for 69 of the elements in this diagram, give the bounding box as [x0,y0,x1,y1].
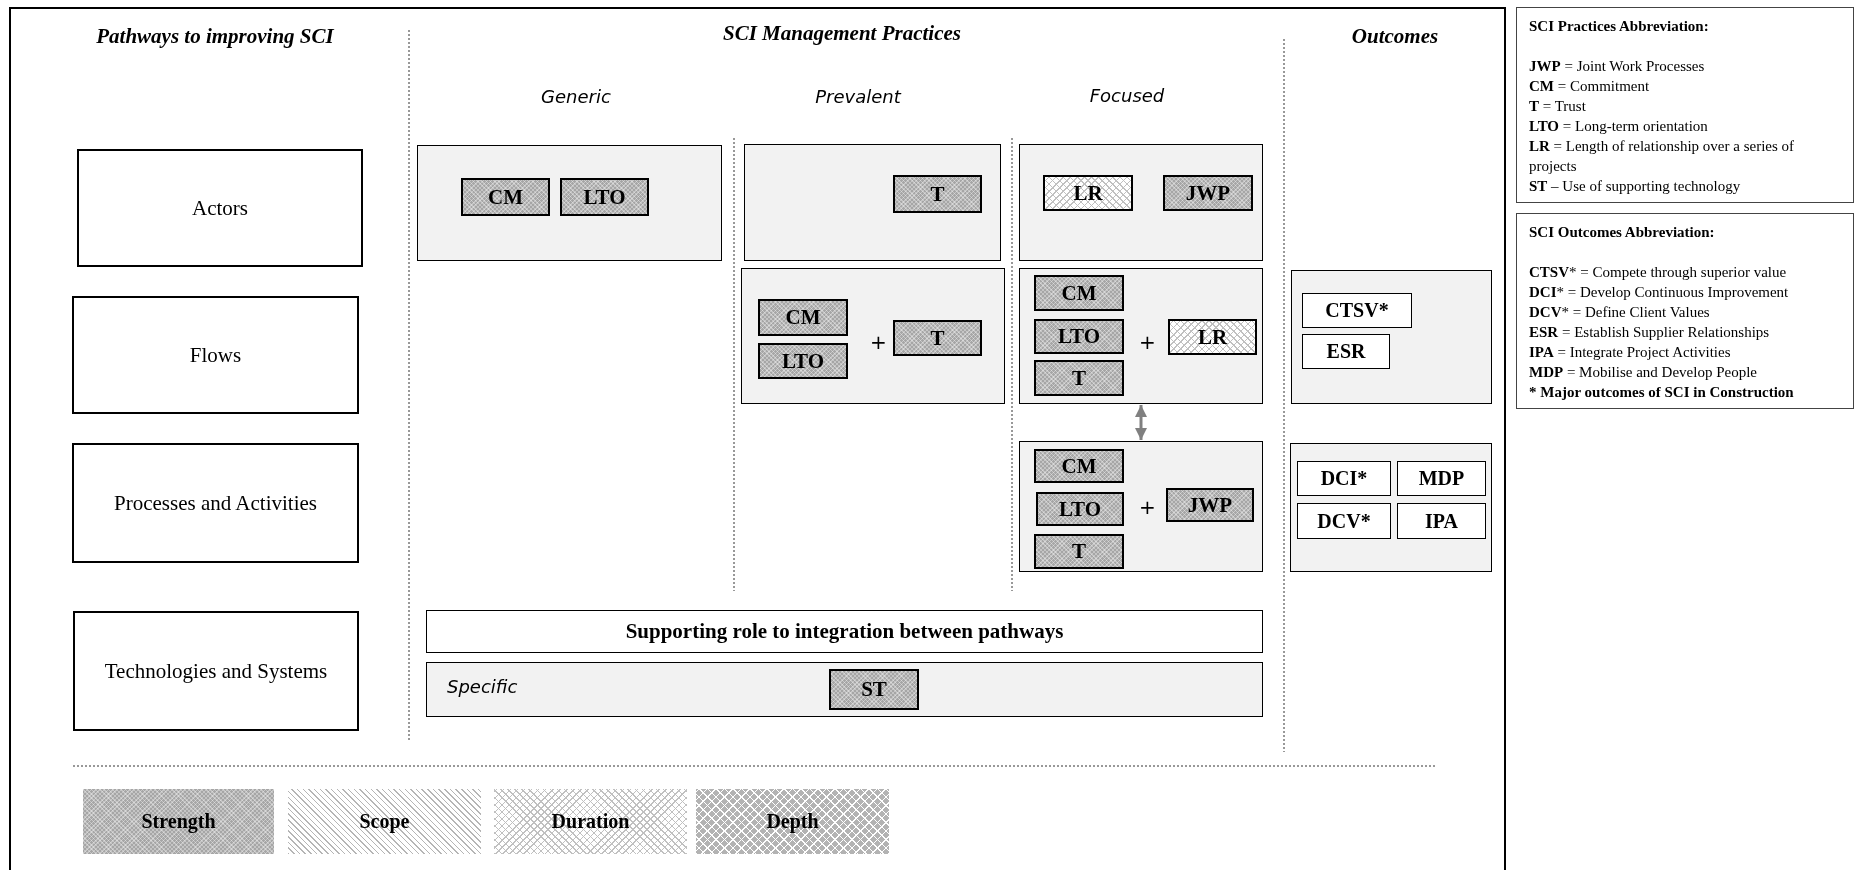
abbreviation-line: DCI* = Develop Continuous Improvement [1529,283,1789,302]
outcome-tag: MDP [1397,461,1486,496]
column-subheading: Prevalent [815,86,901,107]
outcome-tag: DCI* [1297,461,1391,496]
practice-panel [1019,144,1263,261]
practice-tag: CM [758,299,848,336]
plus-sign: + [1139,332,1156,352]
row-label: Specific [447,677,518,697]
practice-tag: LTO [1036,492,1124,526]
abbreviation-line: ST – Use of supporting technology [1529,177,1741,196]
legend-key: Scope [288,789,481,854]
practice-panel [1291,270,1492,404]
practice-tag: LR [1043,175,1133,211]
abbreviation-line: DCV* = Define Client Values [1529,303,1710,322]
practice-tag: ST [829,669,919,710]
practice-panel [1019,268,1263,404]
practice-panel [426,662,1263,717]
pathway-box: Actors [77,149,363,267]
abbreviation-line: IPA = Integrate Project Activities [1529,343,1731,362]
practice-tag: LR [1168,319,1257,355]
practice-tag: T [893,175,982,213]
practice-tag: LTO [560,178,649,216]
practice-tag: LTO [1034,319,1124,354]
practice-panel [744,144,1001,261]
abbreviation-line: MDP = Mobilise and Develop People [1529,363,1757,382]
abbreviation-line: * Major outcomes of SCI in Construction [1529,383,1794,402]
legend-key: Depth [696,789,889,854]
legend-key: Duration [494,789,687,854]
practice-tag: CM [1034,449,1124,483]
practice-panel [1290,443,1492,572]
legend-key: Strength [83,789,274,854]
practice-tag: T [893,320,982,356]
abbreviation-line: LR = Length of relationship over a series of projects [1529,137,1796,176]
pathway-box: Technologies and Systems [73,611,359,731]
practice-tag: JWP [1166,488,1254,522]
abbreviation-line: LTO = Long-term orientation [1529,117,1708,136]
outcome-tag: IPA [1397,503,1486,539]
abbreviation-line: T = Trust [1529,97,1586,116]
practice-panel [417,145,722,261]
panel-heading: SCI Practices Abbreviation: [1529,17,1709,36]
abbreviation-panel [1516,7,1854,203]
plus-sign: + [870,332,887,352]
column-heading: Outcomes [1351,24,1439,49]
practice-panel [741,268,1005,404]
outcome-tag: CTSV* [1302,293,1412,328]
abbreviation-panel [1516,213,1854,409]
abbreviation-line: CM = Commitment [1529,77,1650,96]
pathway-box: Flows [72,296,359,414]
practice-tag: CM [1034,275,1124,311]
column-heading: Pathways to improving SCI [96,24,334,49]
practice-tag: T [1034,360,1124,396]
practice-panel [1019,441,1263,572]
abbreviation-line: JWP = Joint Work Processes [1529,57,1705,76]
practice-tag: JWP [1163,175,1253,211]
practice-tag: T [1034,534,1124,569]
outcome-tag: ESR [1302,334,1390,369]
column-heading: SCI Management Practices [723,21,961,46]
outcome-tag: DCV* [1297,503,1391,539]
practice-tag: CM [461,178,550,216]
column-subheading: Focused [1089,85,1165,106]
practice-tag: LTO [758,343,848,379]
abbreviation-line: CTSV* = Compete through superior value [1529,263,1787,282]
panel-heading: SCI Outcomes Abbreviation: [1529,223,1715,242]
abbreviation-line: ESR = Establish Supplier Relationships [1529,323,1770,342]
plus-sign: + [1139,497,1156,517]
column-subheading: Generic [541,86,611,107]
pathway-box: Processes and Activities [72,443,359,563]
double-arrow [1135,405,1147,440]
banner-box: Supporting role to integration between pathways [426,610,1263,653]
